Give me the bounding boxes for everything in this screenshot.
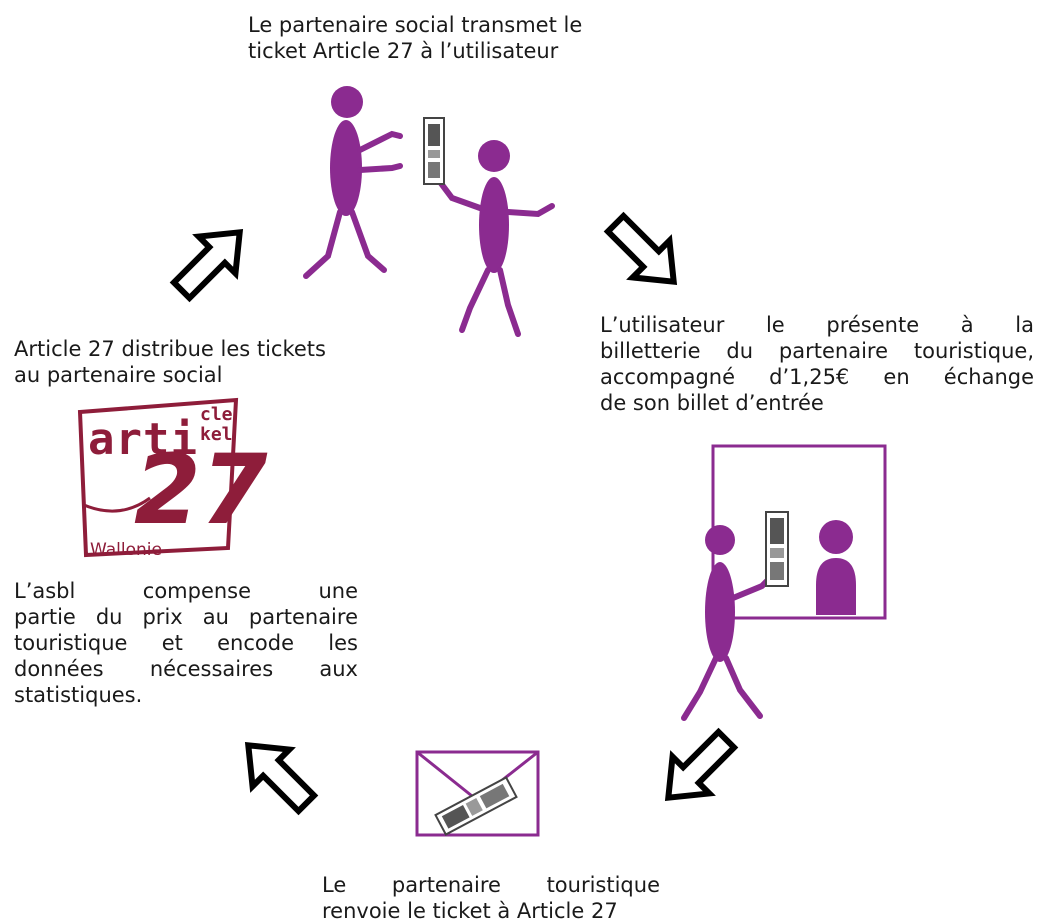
- arrow-outline-icon: [664, 727, 739, 802]
- step-bottom-line-2: renvoie le ticket à Article 27: [322, 899, 618, 923]
- person-icon: [303, 86, 403, 279]
- step-top-line-2: ticket Article 27 à l’utilisateur: [248, 39, 559, 63]
- step-right-line-3: accompagné d’1,25€ en échange: [600, 365, 1034, 389]
- arrow-outline-icon: [169, 228, 244, 303]
- ticket-icon: [434, 776, 518, 836]
- person-icon: [437, 140, 555, 337]
- person-icon: [681, 525, 771, 721]
- step-top-text: Le partenaire social transmet le ticket …: [248, 12, 660, 64]
- logo-superscript-top: cle: [200, 404, 233, 425]
- step-bottom-line-1: Le partenaire touristique: [322, 873, 660, 897]
- step-right-line-1: L’utilisateur le présente à la: [600, 313, 1034, 337]
- arrow-outline-icon: [244, 741, 319, 816]
- step-left-lower-line-5: statistiques.: [14, 683, 143, 707]
- step-left-lower-text: L’asbl compense une partie du prix au pa…: [14, 578, 358, 708]
- step-left-upper-text: Article 27 distribue les tickets au part…: [14, 336, 374, 388]
- logo-word: arti: [88, 414, 198, 465]
- logo-superscript-bottom: kel: [200, 424, 233, 445]
- step-top-line-1: Le partenaire social transmet le: [248, 13, 583, 37]
- article27-logo: [77, 397, 239, 558]
- step-left-lower-line-1: L’asbl compense une: [14, 579, 358, 603]
- step-right-line-4: de son billet d’entrée: [600, 391, 824, 415]
- logo-number: 27: [134, 434, 268, 546]
- ticket-icon: [423, 117, 445, 185]
- step-left-lower-line-3: touristique et encode les: [14, 631, 358, 655]
- step-bottom-text: Le partenaire touristique renvoie le tic…: [322, 872, 660, 924]
- step-left-lower-line-2: partie du prix au partenaire: [14, 605, 358, 629]
- ticket-booth-icon: [711, 444, 887, 620]
- step-right-line-2: billetterie du partenaire touristique,: [600, 339, 1034, 363]
- step-left-lower-line-4: données nécessaires aux: [14, 657, 358, 681]
- logo-region: Wallonie: [90, 540, 162, 560]
- ticket-icon: [765, 511, 789, 587]
- arrow-outline-icon: [603, 211, 678, 286]
- step-right-text: L’utilisateur le présente à la billetter…: [600, 312, 1034, 416]
- step-left-upper-line-1: Article 27 distribue les tickets: [14, 337, 326, 361]
- step-left-upper-line-2: au partenaire social: [14, 363, 223, 387]
